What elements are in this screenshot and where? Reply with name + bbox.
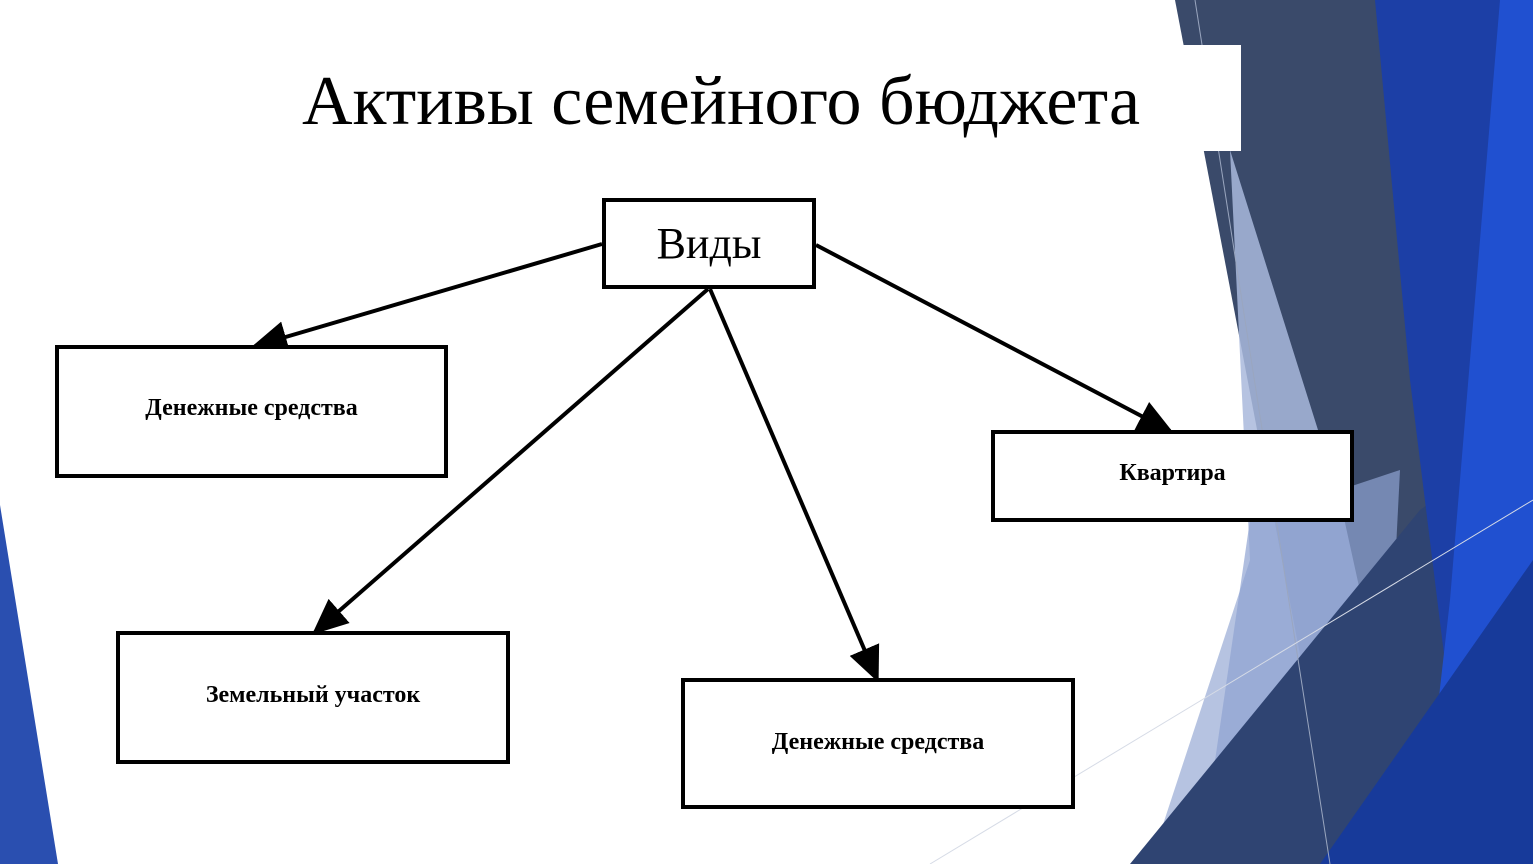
diagram-node-cash-bottom: Денежные средства [681, 678, 1075, 809]
slide-title: Активы семейного бюджета [302, 63, 1141, 140]
arrow-to-cash-bottom [708, 288, 880, 683]
node-label: Денежные средства [145, 395, 358, 421]
node-label: Земельный участок [205, 682, 421, 708]
node-label: Виды [656, 219, 762, 268]
arrow-to-flat [815, 243, 1174, 433]
bg-left-blue-strip [0, 505, 58, 864]
diagram-node-land: Земельный участок [116, 631, 510, 764]
title-background [290, 45, 1241, 151]
node-label: Денежные средства [771, 729, 985, 755]
arrow-to-cash-left [251, 242, 603, 353]
bg-right-deep-blue [1320, 560, 1533, 864]
diagram-node-flat: Квартира [991, 430, 1354, 522]
diagram-node-cash-left: Денежные средства [55, 345, 448, 478]
arrow-to-land [311, 287, 710, 635]
node-label: Квартира [1119, 459, 1226, 486]
diagram-node-root: Виды [602, 198, 816, 289]
